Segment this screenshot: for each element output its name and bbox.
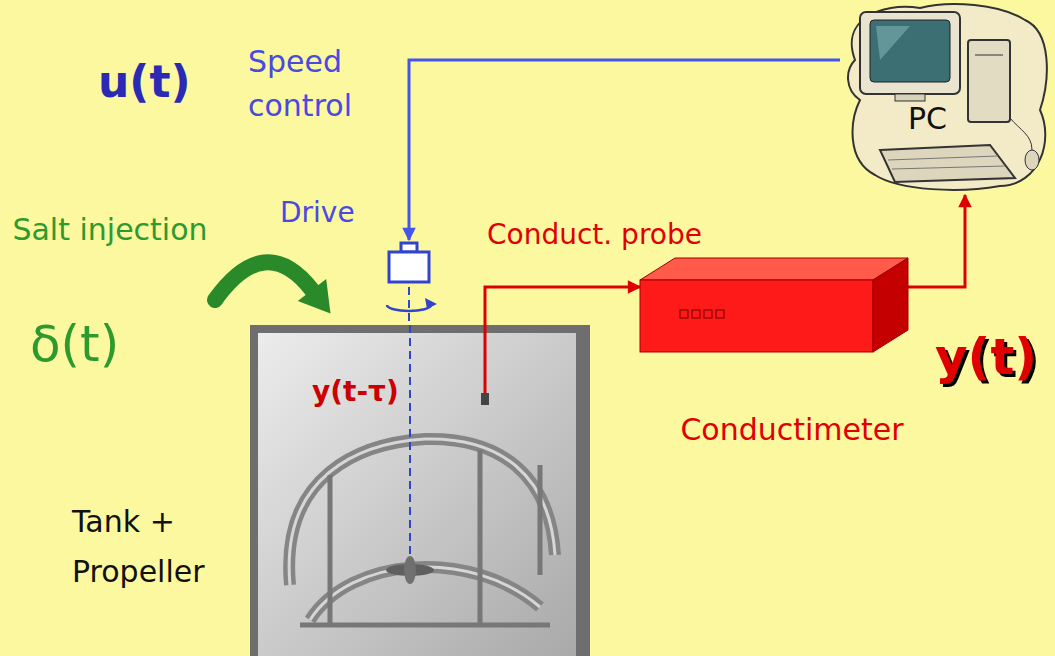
shaft-axis — [408, 287, 410, 326]
rotation-arrow-head — [425, 298, 437, 309]
node-text: Conductimeter — [642, 412, 942, 447]
photo-frame — [250, 325, 590, 656]
conductivity-probe — [484, 325, 487, 395]
node-text: PC — [908, 101, 947, 136]
panel-button — [704, 310, 712, 318]
drive-body — [389, 252, 429, 282]
probe-tip — [481, 393, 489, 405]
injection-arrow-head — [298, 279, 331, 314]
drive-shaft — [387, 287, 437, 326]
signal-name: u(t) — [98, 56, 191, 107]
screen-glare — [876, 26, 910, 60]
box-top — [640, 258, 908, 280]
pc-screen — [870, 20, 950, 82]
tank-photo: y(t-τ) — [250, 325, 590, 656]
pc-drive-slot — [975, 55, 1003, 56]
signal-name: y(t) — [935, 328, 1037, 386]
signal-wire — [908, 195, 965, 287]
pc-monitor — [860, 12, 960, 94]
panel-button — [680, 310, 688, 318]
signal-wire — [409, 60, 840, 240]
node-text: y(t-τ) — [312, 375, 399, 408]
conductimeter-box: Conductimeter — [640, 258, 908, 353]
panel-button — [692, 310, 700, 318]
pc-case — [968, 40, 1010, 122]
pc-cloud — [848, 4, 1047, 190]
pc-mouse — [1025, 150, 1039, 170]
node-picture — [250, 325, 590, 656]
pc-keyboard — [880, 145, 1015, 182]
node-picture — [840, 0, 1055, 195]
box-side — [873, 258, 908, 352]
photo-ground — [258, 333, 576, 656]
signal-caption: Speed control — [248, 40, 383, 128]
mouse-cable — [1010, 118, 1032, 150]
node-text: Drive — [280, 196, 355, 229]
input-caption: Salt injection — [10, 205, 210, 255]
propeller-blade — [404, 556, 416, 584]
keyboard-keys — [888, 156, 1005, 169]
part-name: Tank + Propeller — [72, 497, 247, 597]
support-rods — [300, 450, 550, 625]
salt-injection-arrow — [215, 262, 331, 313]
propeller-axis — [409, 325, 411, 565]
part-name: Conduct. probe — [487, 218, 702, 251]
rotation-arrow — [387, 305, 431, 311]
node-picture — [386, 240, 432, 285]
signal-wire — [485, 287, 640, 325]
panel-button — [716, 310, 724, 318]
node-picture — [640, 258, 908, 353]
signal-name: δ(t) — [30, 315, 119, 373]
pc-computer: PC — [840, 0, 1055, 195]
injection-arrow-shaft — [215, 262, 312, 300]
drive-motor: Drive — [386, 240, 432, 285]
pc-stand — [895, 94, 925, 101]
box-front — [640, 280, 873, 352]
